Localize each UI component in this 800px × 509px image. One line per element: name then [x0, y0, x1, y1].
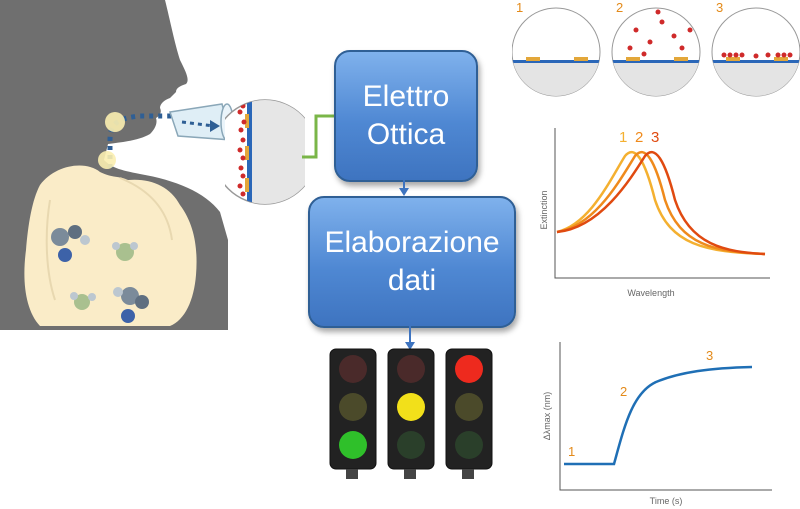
arrow-down-icon	[405, 324, 415, 350]
peak-label-2: 2	[635, 129, 643, 146]
step-label: 1	[516, 0, 523, 15]
molecule-icon	[112, 242, 138, 261]
molecule-icon	[70, 292, 96, 310]
lungs-region	[24, 165, 197, 326]
response-curve	[564, 365, 753, 466]
phase-label-2: 2	[620, 384, 627, 399]
time-y-label: Δλmax (nm)	[542, 392, 552, 441]
extinction-chart: Extinction Wavelength 1 2 3	[539, 128, 770, 298]
traffic-lights	[329, 348, 493, 479]
phase-label-1: 1	[568, 444, 575, 459]
traffic-light-yellow	[387, 348, 435, 479]
extinction-x-label: Wavelength	[627, 288, 674, 298]
arrow-down-icon	[399, 178, 409, 196]
sensor-steps-panel: 1 2 3	[512, 0, 800, 100]
spectrum-curve-1	[556, 150, 766, 256]
data-processing-line1: Elaborazione	[324, 226, 500, 259]
time-response-chart: Δλmax (nm) Time (s) 1 2 3	[542, 342, 772, 506]
spectrum-curve-2	[556, 150, 766, 256]
electro-optics-line2: Ottica	[366, 118, 446, 151]
extinction-y-label: Extinction	[539, 190, 549, 229]
step-label: 2	[616, 0, 623, 15]
sensor-surface-icon	[225, 99, 305, 205]
peak-label-1: 1	[619, 129, 627, 146]
connector-line	[302, 114, 338, 159]
traffic-light-red	[445, 348, 493, 479]
molecule-icon	[113, 287, 149, 323]
data-processing-line2: dati	[387, 264, 437, 297]
data-processing-box: Elaborazione dati	[308, 196, 516, 328]
peak-label-3: 3	[651, 129, 659, 146]
electro-optics-line1: Elettro	[362, 80, 450, 113]
step-label: 3	[716, 0, 723, 15]
traffic-light-green	[329, 348, 377, 479]
mouthpiece-tube	[169, 103, 234, 141]
molecule-icon	[51, 225, 90, 262]
electro-optics-box: Elettro Ottica	[334, 50, 478, 182]
spectrum-curve-3	[556, 150, 766, 256]
time-x-label: Time (s)	[650, 496, 683, 506]
phase-label-3: 3	[706, 348, 713, 363]
